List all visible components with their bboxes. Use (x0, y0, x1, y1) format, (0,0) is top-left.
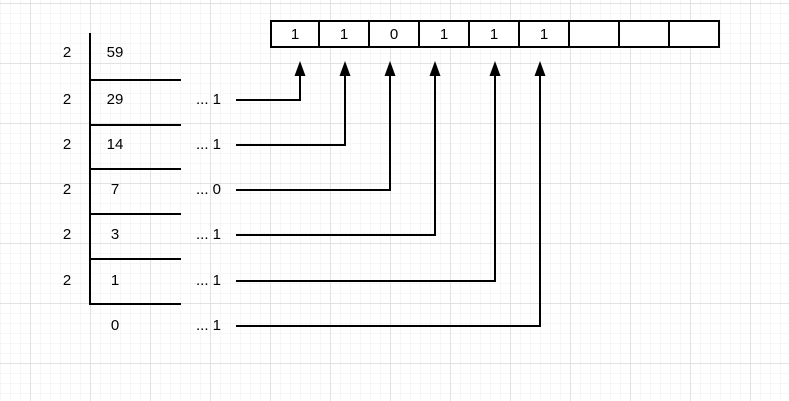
binary-cell-4: 1 (468, 20, 520, 48)
division-step-line (89, 168, 181, 170)
binary-cell-6 (568, 20, 620, 48)
divisor-label: 2 (62, 226, 72, 243)
remainder-label: ... 0 (196, 181, 222, 198)
quotient-label: 0 (110, 317, 120, 334)
remainder-arrow-1 (236, 61, 306, 101)
division-step-line (89, 303, 181, 305)
binary-cell-7 (618, 20, 670, 48)
remainder-arrow-2 (236, 61, 351, 146)
divisor-label: 2 (62, 44, 72, 61)
binary-cell-8 (668, 20, 720, 48)
quotient-label: 7 (110, 181, 120, 198)
quotient-label: 59 (106, 44, 124, 61)
division-step-line (89, 258, 181, 260)
remainder-arrow-5 (236, 61, 501, 282)
binary-cell-3: 1 (418, 20, 470, 48)
remainder-label: ... 1 (196, 91, 222, 108)
remainder-label: ... 1 (196, 226, 222, 243)
binary-cell-0: 1 (270, 20, 320, 48)
division-step-line (89, 79, 181, 81)
arrowhead-icon (294, 61, 306, 76)
remainder-arrow-3 (236, 61, 396, 191)
divisor-label: 2 (62, 181, 72, 198)
binary-cell-5: 1 (518, 20, 570, 48)
divisor-label: 2 (62, 272, 72, 289)
remainder-arrow-6 (236, 61, 546, 327)
arrowhead-icon (534, 61, 546, 76)
quotient-label: 14 (106, 136, 124, 153)
remainder-label: ... 1 (196, 317, 222, 334)
division-step-line (89, 124, 181, 126)
quotient-label: 3 (110, 226, 120, 243)
remainder-label: ... 1 (196, 136, 222, 153)
binary-cell-1: 1 (318, 20, 370, 48)
quotient-label: 29 (106, 91, 124, 108)
quotient-label: 1 (110, 272, 120, 289)
binary-cell-2: 0 (368, 20, 420, 48)
arrowhead-icon (489, 61, 501, 76)
remainder-arrow-4 (236, 61, 441, 236)
divisor-label: 2 (62, 136, 72, 153)
remainder-label: ... 1 (196, 272, 222, 289)
divisor-label: 2 (62, 91, 72, 108)
binary-cells-row: 1 1 0 1 1 1 (270, 20, 720, 48)
division-step-line (89, 213, 181, 215)
arrowhead-icon (429, 61, 441, 76)
arrowhead-icon (339, 61, 351, 76)
arrowhead-icon (384, 61, 396, 76)
